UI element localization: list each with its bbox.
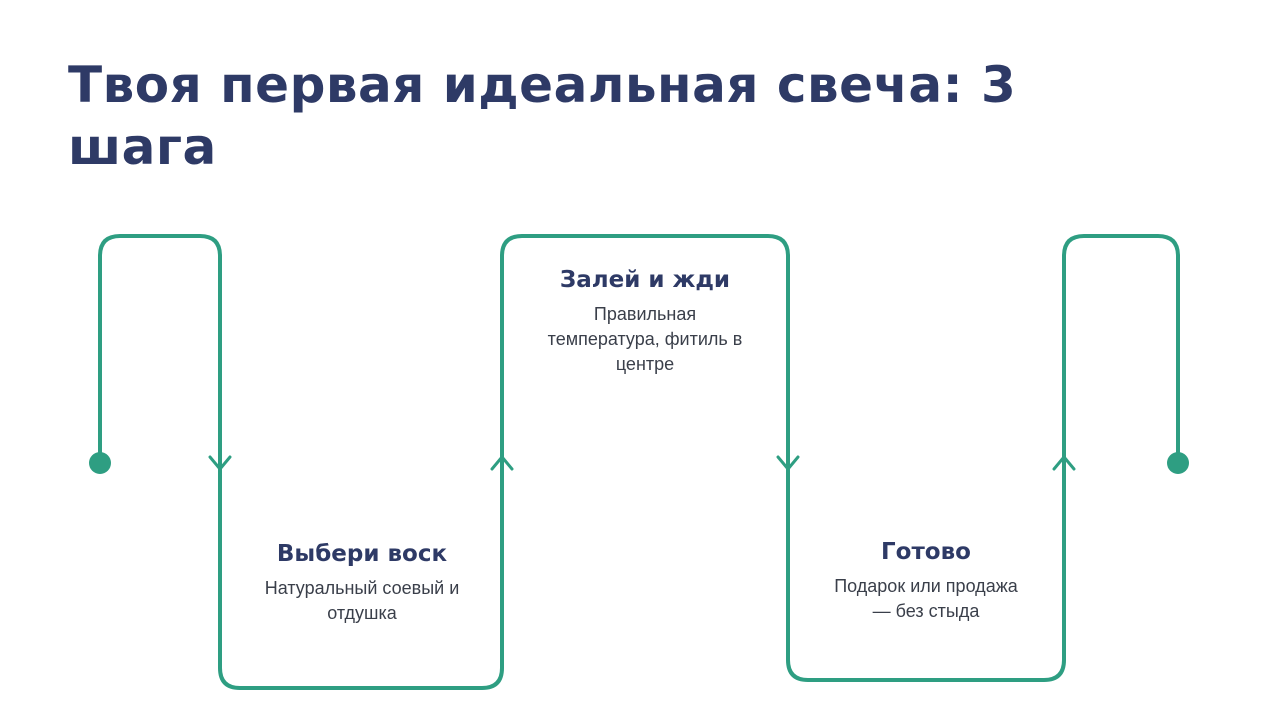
start-dot bbox=[89, 452, 111, 474]
step-1: Выбери воск Натуральный соевый и отдушка bbox=[262, 538, 462, 626]
step-2: Залей и жди Правильная температура, фити… bbox=[545, 264, 745, 377]
step-2-title: Залей и жди bbox=[559, 267, 731, 293]
connector-path bbox=[98, 234, 1180, 690]
step-3: Готово Подарок или продажа — без стыда bbox=[826, 536, 1026, 624]
arrow-up-icon bbox=[1052, 455, 1076, 471]
step-3-description: Подарок или продажа — без стыда bbox=[834, 576, 1018, 621]
step-3-title: Готово bbox=[881, 539, 971, 565]
arrow-up-icon bbox=[490, 455, 514, 471]
step-2-description: Правильная температура, фитиль в центре bbox=[547, 304, 743, 374]
step-1-title: Выбери воск bbox=[276, 541, 448, 567]
step-1-description: Натуральный соевый и отдушка bbox=[264, 578, 460, 623]
arrow-down-icon bbox=[776, 455, 800, 471]
page-title: Твоя первая идеальная свеча: 3 шага bbox=[68, 56, 1017, 176]
arrow-down-icon bbox=[208, 455, 232, 471]
end-dot bbox=[1167, 452, 1189, 474]
